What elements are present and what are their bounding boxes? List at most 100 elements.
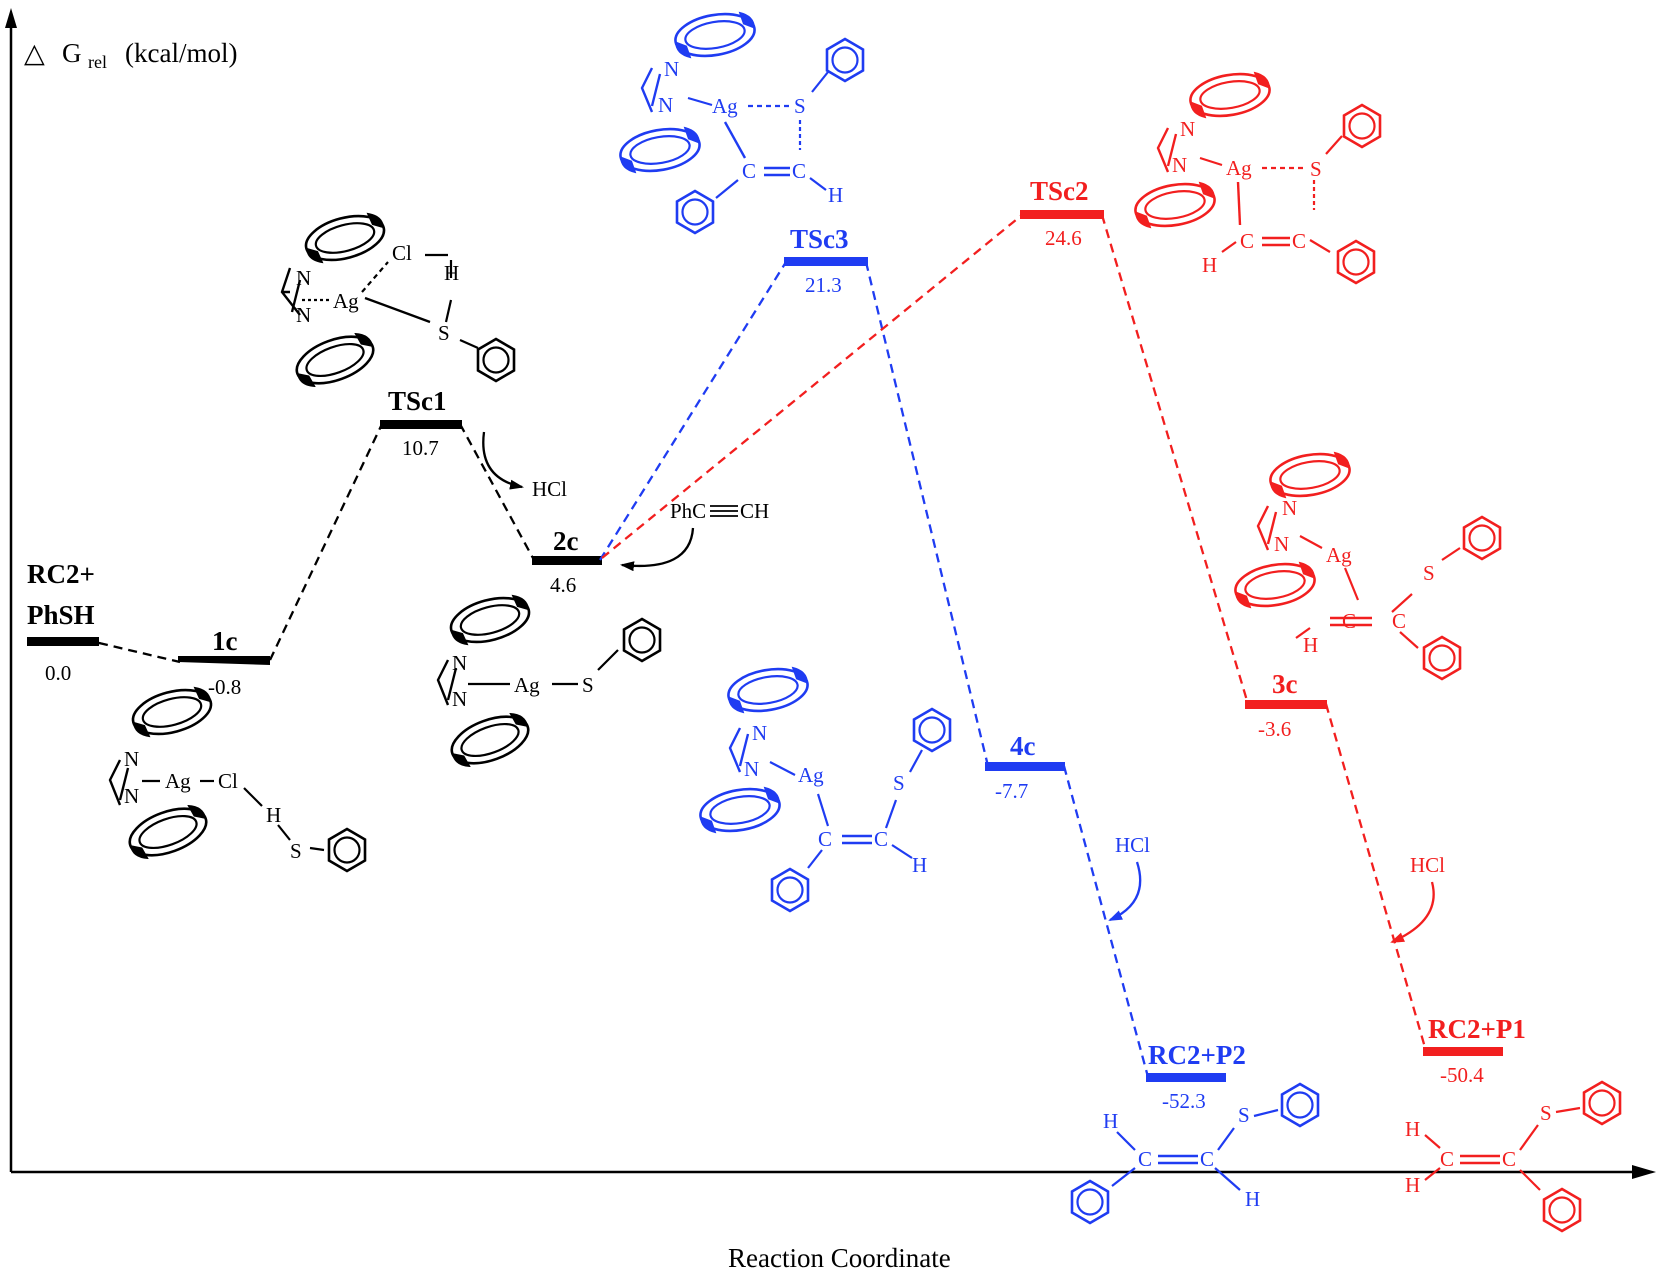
atom-C: C <box>1200 1147 1214 1171</box>
value-2c: 4.6 <box>550 573 576 597</box>
y-axis-subscript: rel <box>88 52 107 72</box>
atom-S: S <box>1238 1103 1250 1127</box>
atom-H: H <box>444 261 459 285</box>
structure-P1: H H C C S <box>1405 1080 1622 1233</box>
level-1c <box>178 656 270 665</box>
atom-N: N <box>744 757 759 781</box>
value-P1: -50.4 <box>1440 1063 1484 1087</box>
structure-P2: H C C S H <box>1070 1082 1320 1225</box>
atom-Ag: Ag <box>1226 156 1252 180</box>
atom-C: C <box>1292 229 1306 253</box>
level-RC2-bar <box>27 637 99 646</box>
atom-S: S <box>794 94 806 118</box>
label-RC2-line2: PhSH <box>27 600 95 630</box>
structure-TSc3: N N Ag S C C H <box>615 7 865 235</box>
label-TSc2: TSc2 <box>1030 176 1089 206</box>
atom-N: N <box>1274 532 1289 556</box>
atom-N: N <box>658 93 673 117</box>
label-TSc1: TSc1 <box>388 386 447 416</box>
conn-RC2-1c <box>98 641 181 664</box>
level-TSc1 <box>380 420 462 429</box>
value-TSc3: 21.3 <box>805 273 842 297</box>
hcl-blue-arrow <box>1108 861 1142 922</box>
atom-N: N <box>752 721 767 745</box>
hcl-red-arrow <box>1390 881 1435 944</box>
y-axis-title: G <box>62 38 82 68</box>
atom-N: N <box>452 651 467 675</box>
hcl-red-label: HCl <box>1410 853 1445 877</box>
label-TSc3: TSc3 <box>790 224 849 254</box>
reagent-arrows: HCl PhC CH HCl HCl <box>482 431 1445 944</box>
hcl-black-label: HCl <box>532 477 567 501</box>
label-1c: 1c <box>212 626 238 656</box>
level-P1 <box>1423 1047 1503 1056</box>
atom-C: C <box>1240 229 1254 253</box>
atom-H: H <box>1103 1109 1118 1133</box>
label-RC2-line1: RC2+ <box>27 559 95 589</box>
atom-C: C <box>818 827 832 851</box>
y-axis-unit: (kcal/mol) <box>125 38 237 68</box>
conn-4c-P2 <box>1062 765 1150 1078</box>
label-P1: RC2+P1 <box>1428 1014 1526 1044</box>
conn-TSc2-3c <box>1100 214 1250 705</box>
atom-S: S <box>893 771 905 795</box>
x-axis-title: Reaction Coordinate <box>728 1243 951 1273</box>
atom-C: C <box>1440 1147 1454 1171</box>
atom-S: S <box>1423 561 1435 585</box>
atom-Ag: Ag <box>1326 543 1352 567</box>
label-3c: 3c <box>1272 669 1298 699</box>
structure-RC2-PhSH: N N Ag Cl H S <box>108 680 367 873</box>
value-P2: -52.3 <box>1162 1089 1206 1113</box>
atom-S: S <box>1310 157 1322 181</box>
atom-N: N <box>1282 496 1297 520</box>
atom-C: C <box>1502 1147 1516 1171</box>
x-axis <box>11 1165 1656 1179</box>
atom-Ag: Ag <box>514 673 540 697</box>
atom-N: N <box>452 687 467 711</box>
level-3c <box>1245 700 1327 709</box>
y-axis-symbol: △ <box>24 38 45 68</box>
structure-TSc2: N N Ag S C C H <box>1130 67 1382 285</box>
structure-4c: N N Ag S C C H <box>695 662 952 913</box>
svg-text:CH: CH <box>740 499 769 523</box>
atom-Cl: Cl <box>218 769 238 793</box>
atom-Ag: Ag <box>165 769 191 793</box>
phenylacetylene-label: PhC CH <box>670 499 769 523</box>
atom-N: N <box>124 747 139 771</box>
atom-N: N <box>664 57 679 81</box>
atom-C: C <box>792 159 806 183</box>
level-2c <box>532 556 602 565</box>
atom-C: C <box>874 827 888 851</box>
value-TSc1: 10.7 <box>402 436 439 460</box>
atom-C: C <box>1342 609 1356 633</box>
conn-TSc1-2c <box>458 423 536 561</box>
atom-H: H <box>1245 1187 1260 1211</box>
atom-S: S <box>1540 1101 1552 1125</box>
atom-Ag: Ag <box>798 763 824 787</box>
label-2c: 2c <box>553 526 579 556</box>
structure-3c: N N Ag S C C H <box>1230 447 1502 681</box>
value-3c: -3.6 <box>1258 717 1291 741</box>
label-4c: 4c <box>1010 731 1036 761</box>
conn-2c-TSc3 <box>599 261 787 561</box>
atom-H: H <box>1202 253 1217 277</box>
atom-C: C <box>1392 609 1406 633</box>
atom-N: N <box>296 303 311 327</box>
atom-N: N <box>124 784 139 808</box>
atom-S: S <box>582 673 594 697</box>
conn-TSc3-4c <box>864 261 990 767</box>
value-TSc2: 24.6 <box>1045 226 1082 250</box>
phcch-arrow <box>620 527 695 572</box>
atom-H: H <box>1303 633 1318 657</box>
value-4c: -7.7 <box>995 779 1028 803</box>
atom-H: H <box>828 183 843 207</box>
hcl-blue-label: HCl <box>1115 833 1150 857</box>
hcl-leaving-arrow <box>482 431 524 490</box>
atom-N: N <box>296 266 311 290</box>
connectors <box>98 214 1428 1078</box>
level-P2 <box>1146 1073 1226 1082</box>
atom-N: N <box>1172 153 1187 177</box>
level-4c <box>985 762 1065 771</box>
atom-Ag: Ag <box>712 94 738 118</box>
